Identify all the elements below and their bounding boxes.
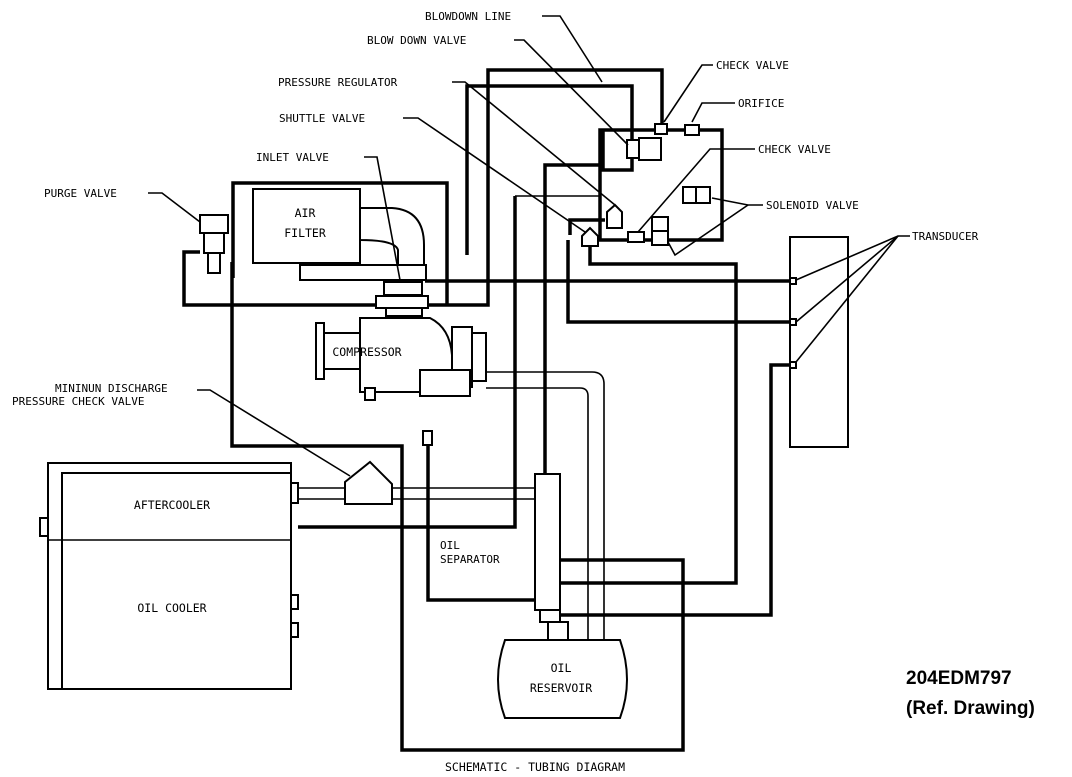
leader-lines — [148, 15, 910, 477]
reference-number: 204EDM797 — [906, 668, 1012, 689]
label-check-valve-top: CHECK VALVE — [716, 59, 789, 72]
reference-note: (Ref. Drawing) — [906, 698, 1035, 719]
label-min-discharge-2: PRESSURE CHECK VALVE — [12, 395, 144, 408]
oil-reservoir: OIL RESERVOIR — [497, 639, 628, 719]
air-filter-label-1: AIR — [295, 206, 316, 220]
air-filter-label-2: FILTER — [284, 226, 326, 240]
diagram-caption: SCHEMATIC - TUBING DIAGRAM — [445, 760, 625, 774]
inlet-enclosure-line — [231, 181, 449, 305]
purge-drain-line — [230, 262, 685, 752]
oil-return-pipe-inner — [486, 387, 589, 640]
oil-separator: OIL SEPARATOR — [440, 473, 569, 641]
min-discharge-check-valve — [344, 460, 393, 505]
oil-reservoir-label-1: OIL — [551, 661, 572, 675]
label-orifice: ORIFICE — [738, 97, 784, 110]
control-valves — [422, 123, 711, 446]
label-shuttle-valve: SHUTTLE VALVE — [279, 112, 365, 125]
shuttle-feed-line — [568, 218, 605, 235]
air-filter: AIR FILTER — [252, 188, 427, 281]
label-transducer: TRANSDUCER — [912, 230, 979, 243]
label-blow-down-valve: BLOW DOWN VALVE — [367, 34, 466, 47]
oil-drain-line — [426, 445, 540, 602]
inlet-valve — [375, 281, 429, 317]
oil-separator-label-2: SEPARATOR — [440, 553, 500, 566]
purge-valve — [199, 214, 229, 274]
oil-cooler-label: OIL COOLER — [137, 601, 206, 615]
oil-return-pipe-outer — [486, 371, 605, 640]
label-blowdown-line: BLOWDOWN LINE — [425, 10, 511, 23]
transducer-panel — [789, 236, 849, 448]
transducer-line-3 — [560, 363, 790, 617]
separator-line — [560, 240, 738, 585]
aftercooler-label: AFTERCOOLER — [134, 498, 210, 512]
blowdown-line — [425, 68, 664, 307]
blow-down-valve-line — [465, 84, 634, 255]
label-min-discharge-1: MININUN DISCHARGE — [55, 382, 168, 395]
aftercooler-oil-cooler: AFTERCOOLER OIL COOLER — [39, 462, 299, 690]
purge-return-line — [182, 250, 380, 307]
label-inlet-valve: INLET VALVE — [256, 151, 329, 164]
callout-labels: BLOWDOWN LINE BLOW DOWN VALVE CHECK VALV… — [12, 10, 979, 408]
label-check-valve-mid: CHECK VALVE — [758, 143, 831, 156]
aftercooler-return-line — [298, 196, 517, 529]
label-solenoid-valve: SOLENOID VALVE — [766, 199, 859, 212]
compressor: COMPRESSOR — [315, 317, 487, 401]
label-purge-valve: PURGE VALVE — [44, 187, 117, 200]
compressor-label: COMPRESSOR — [332, 345, 401, 359]
shuttle-loop-line — [566, 240, 790, 324]
oil-separator-label-1: OIL — [440, 539, 460, 552]
label-pressure-regulator: PRESSURE REGULATOR — [278, 76, 398, 89]
oil-reservoir-label-2: RESERVOIR — [530, 681, 592, 695]
